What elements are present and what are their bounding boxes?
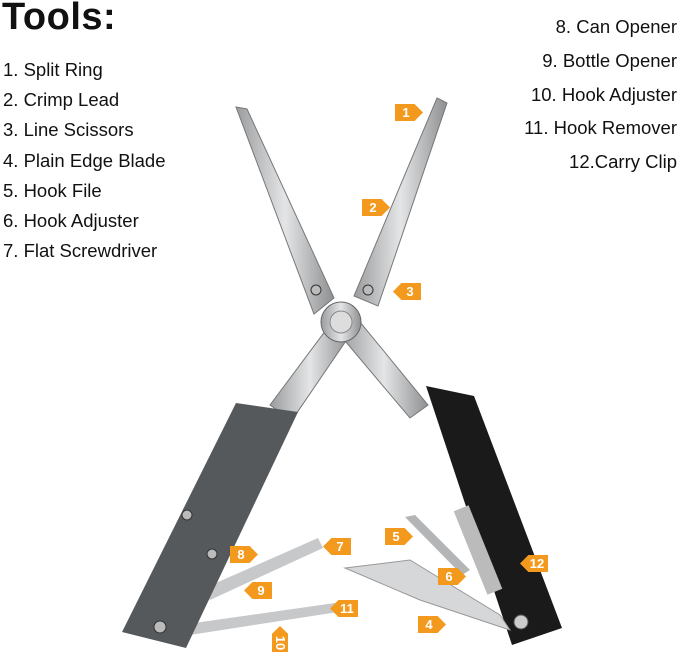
blade (343, 559, 512, 631)
tag-6: 6 (438, 568, 466, 585)
right-handle (426, 386, 562, 645)
list-item: 11. Hook Remover (524, 117, 677, 139)
list-item: 3. Line Scissors (3, 119, 134, 141)
right-jaw (339, 97, 448, 419)
list-item: 10. Hook Adjuster (530, 83, 677, 105)
tag-5: 5 (385, 528, 413, 545)
tools-list-left: 1. Split Ring 2. Crimp Lead 3. Line Scis… (3, 58, 166, 269)
tag-8: 8 (230, 546, 258, 563)
list-item: 9. Bottle Opener (542, 49, 677, 71)
tag-7: 7 (323, 538, 351, 555)
tools-list-right: 8. Can Opener 9. Bottle Opener 10. Hook … (524, 14, 677, 183)
page-title: Tools: (2, 0, 117, 38)
hook-remover (180, 603, 338, 635)
list-item: 8. Can Opener (555, 16, 677, 37)
tag-10: 10 (272, 626, 288, 652)
left-handle (122, 403, 298, 648)
list-item: 2. Crimp Lead (3, 89, 120, 111)
tag-1: 1 (395, 104, 423, 121)
hook-file (405, 515, 470, 575)
tag-2: 2 (362, 199, 390, 216)
list-item: 1. Split Ring (3, 59, 103, 80)
bottle-can-opener (200, 538, 323, 600)
list-item: 4. Plain Edge Blade (3, 149, 166, 171)
tag-12: 12 (520, 555, 548, 572)
tag-11: 11 (330, 600, 358, 617)
tag-4: 4 (418, 616, 446, 633)
left-jaw (235, 106, 351, 421)
tag-3: 3 (393, 283, 421, 300)
carry-clip (453, 505, 503, 595)
list-item: 12.Carry Clip (569, 151, 677, 173)
list-item: 6. Hook Adjuster (3, 209, 139, 231)
list-item: 7. Flat Screwdriver (3, 240, 158, 262)
list-item: 5. Hook File (3, 179, 102, 201)
tag-9: 9 (244, 582, 272, 599)
